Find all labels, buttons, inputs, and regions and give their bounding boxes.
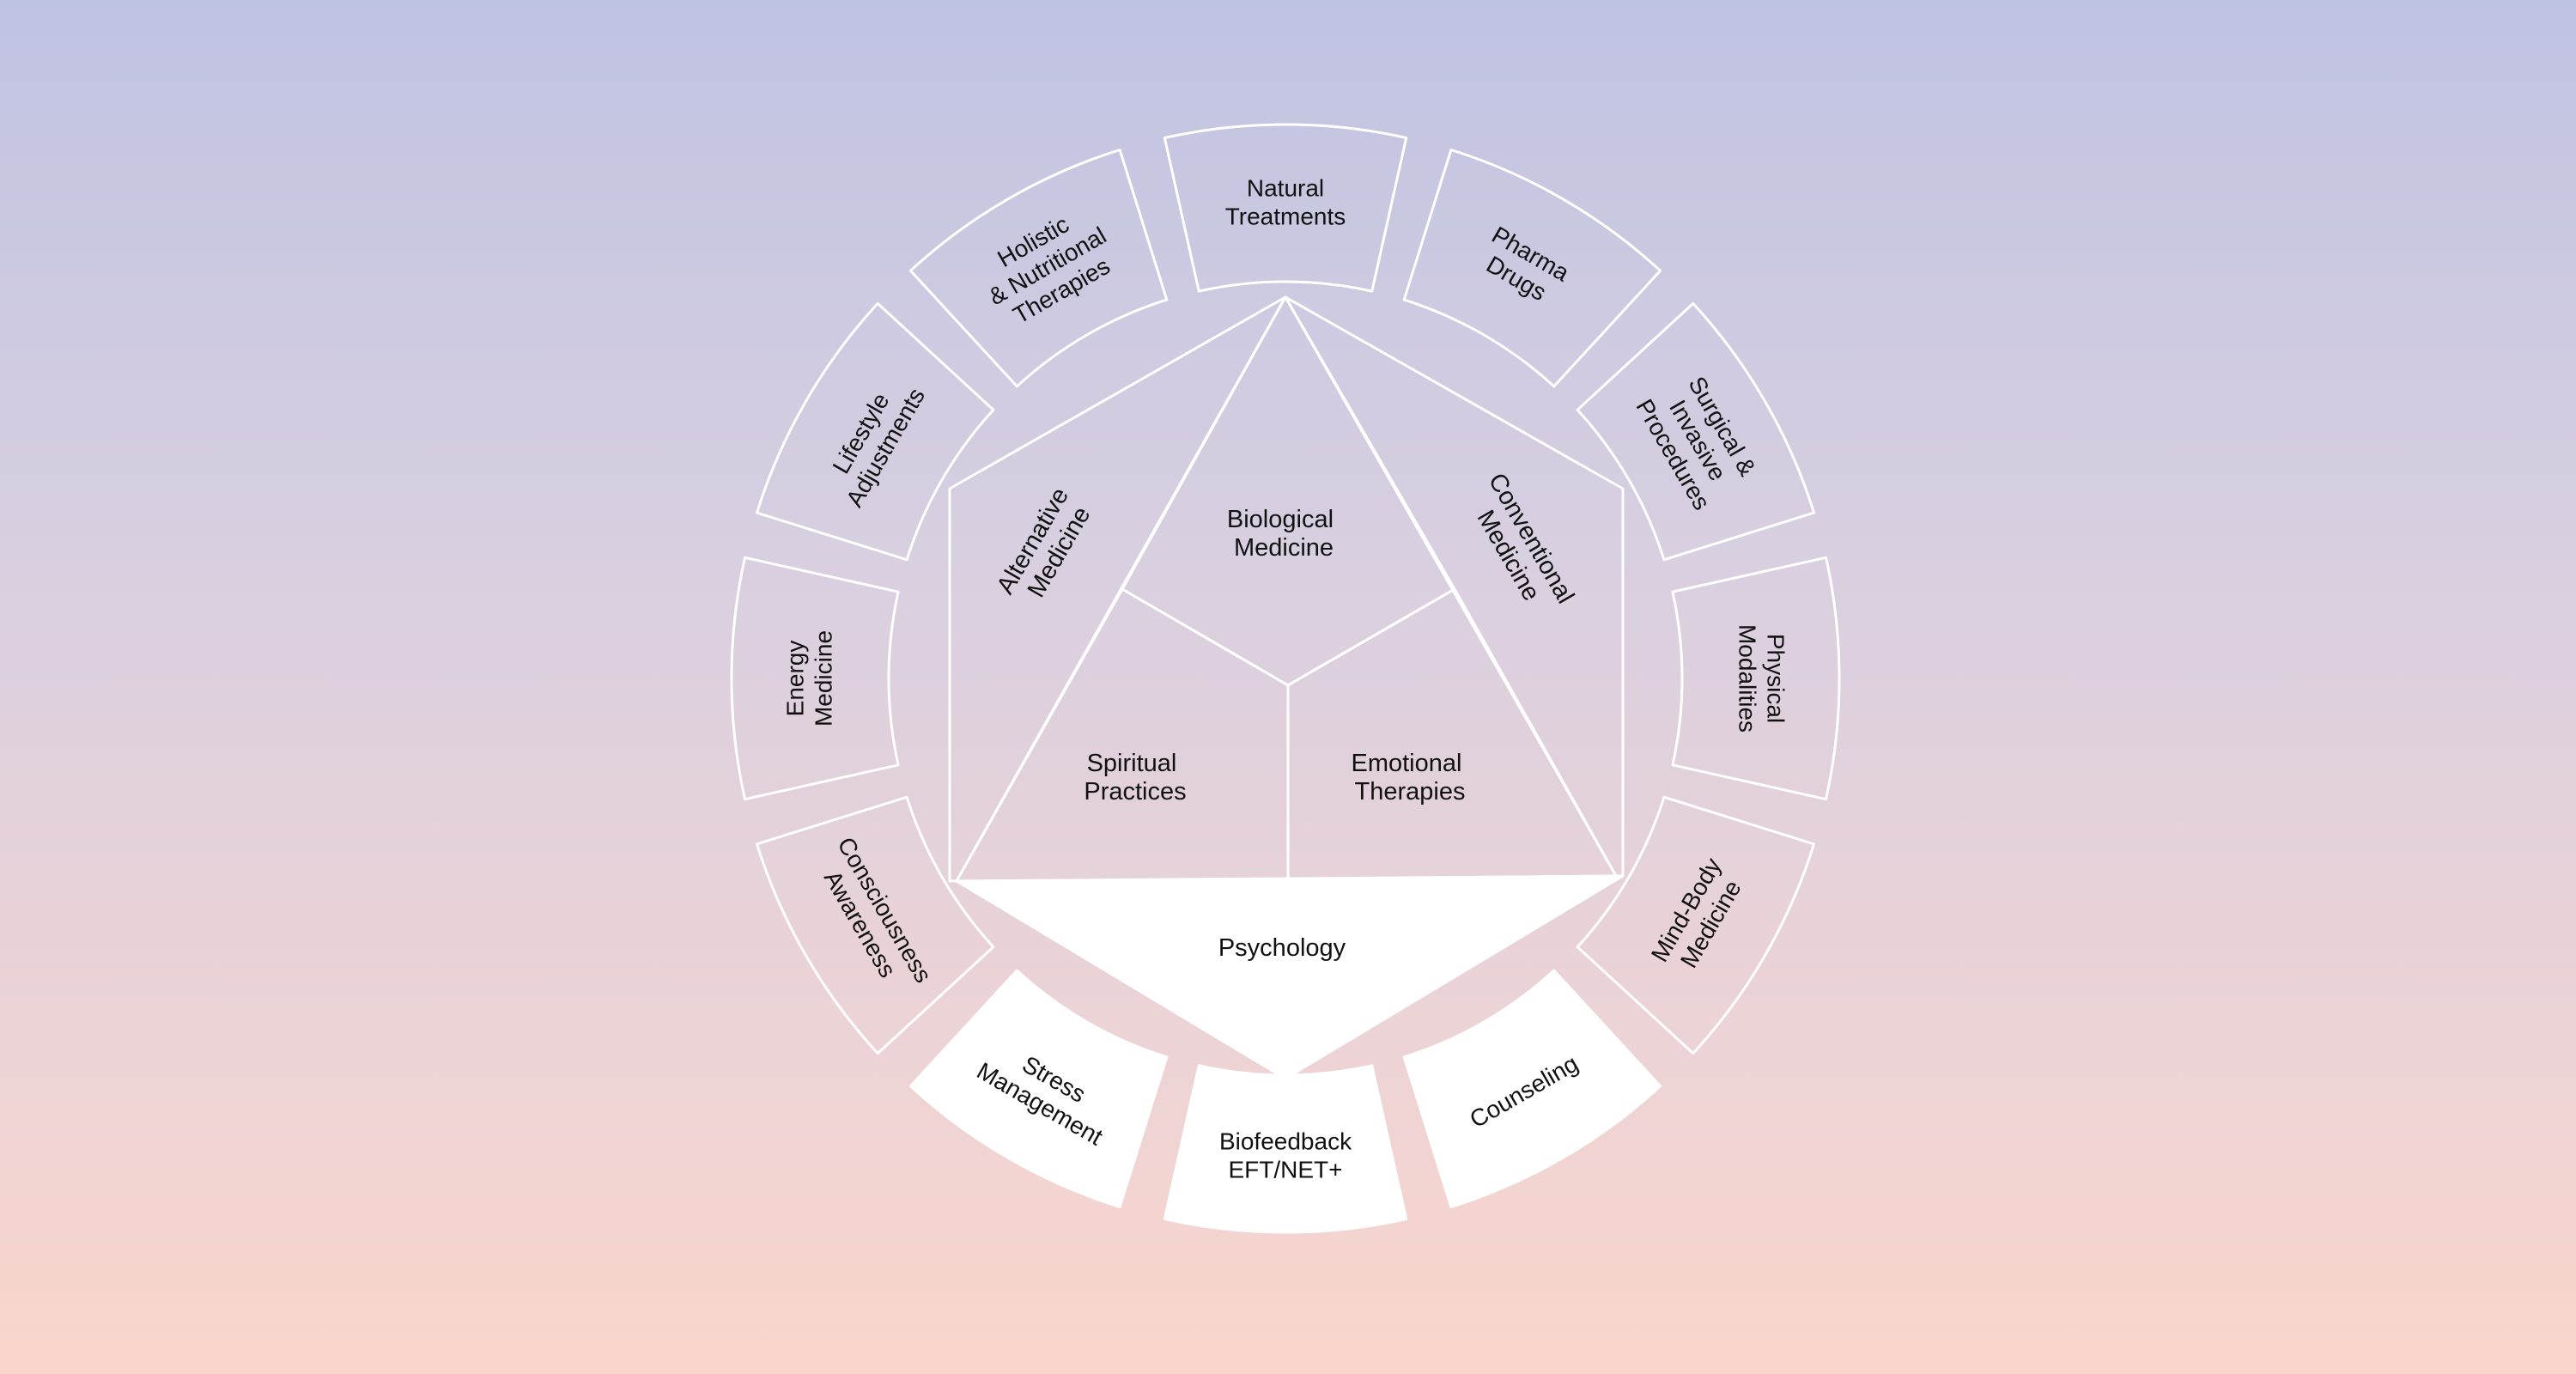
consciousness-awareness-label: ConsciousnessAwareness: [808, 833, 937, 1001]
consciousness-awareness-segment: [756, 795, 995, 1055]
natural-treatments-label-line: Treatments: [1225, 204, 1346, 230]
holistic-nutritional-therapies-segment: [908, 149, 1169, 388]
biofeedback-segment: [1163, 1064, 1408, 1234]
biological-medicine-region: [1121, 295, 1456, 687]
physical-modalities-label: PhysicalModalities: [1735, 624, 1789, 733]
spiritual-practices-label: Spiritual Practices: [1084, 750, 1186, 806]
pharma-drugs-label: PharmaDrugs: [1473, 222, 1574, 312]
natural-treatments-label-line: Natural: [1247, 175, 1324, 202]
physical-modalities-label-line: Physical: [1763, 634, 1789, 723]
conventional-medicine-label: Conventional Medicine: [1458, 469, 1583, 629]
energy-medicine-segment: [730, 556, 900, 801]
psychology-region: [955, 874, 1625, 1080]
physical-modalities-label-line: Modalities: [1735, 624, 1761, 733]
stress-management-segment: [908, 969, 1169, 1208]
mind-body-medicine-label: Mind-BodyMedicine: [1646, 854, 1751, 981]
mind-body-medicine-segment: [1576, 795, 1815, 1055]
natural-treatments-segment: [1163, 123, 1408, 293]
psychology-label: Psychology: [1218, 934, 1346, 962]
alternative-medicine-label: Alternative Medicine: [992, 477, 1103, 613]
biofeedback-label-line: Biofeedback: [1219, 1128, 1352, 1155]
holistic-nutritional-therapies-label: Holistic& NutritionalTherapies: [969, 198, 1125, 335]
biological-medicine-label: Biological Medicine: [1227, 506, 1340, 562]
emotional-therapies-label: Emotional Therapies: [1351, 750, 1468, 806]
energy-medicine-label-line: Medicine: [811, 630, 837, 727]
biofeedback-label-line: EFT/NET+: [1228, 1157, 1342, 1183]
lifestyle-adjustments-label: LifestyleAdjustments: [817, 369, 930, 511]
spiritual-practices-region: [955, 587, 1290, 883]
pharma-drugs-segment: [1402, 149, 1662, 388]
surgical-invasive-procedures-segment: [1576, 301, 1815, 562]
outer-ring: [730, 123, 1841, 1234]
physical-modalities-segment: [1671, 556, 1841, 801]
energy-medicine-label: EnergyMedicine: [782, 630, 837, 727]
lifestyle-adjustments-segment: [756, 301, 995, 562]
energy-medicine-label-line: Energy: [782, 641, 809, 717]
counseling-segment: [1402, 969, 1662, 1208]
surgical-invasive-procedures-label: Surgical &InvasiveProcedures: [1631, 366, 1765, 514]
emotional-therapies-region: [1286, 587, 1618, 881]
inner-diagram: Biological Medicine Spiritual Practices …: [948, 295, 1625, 1080]
